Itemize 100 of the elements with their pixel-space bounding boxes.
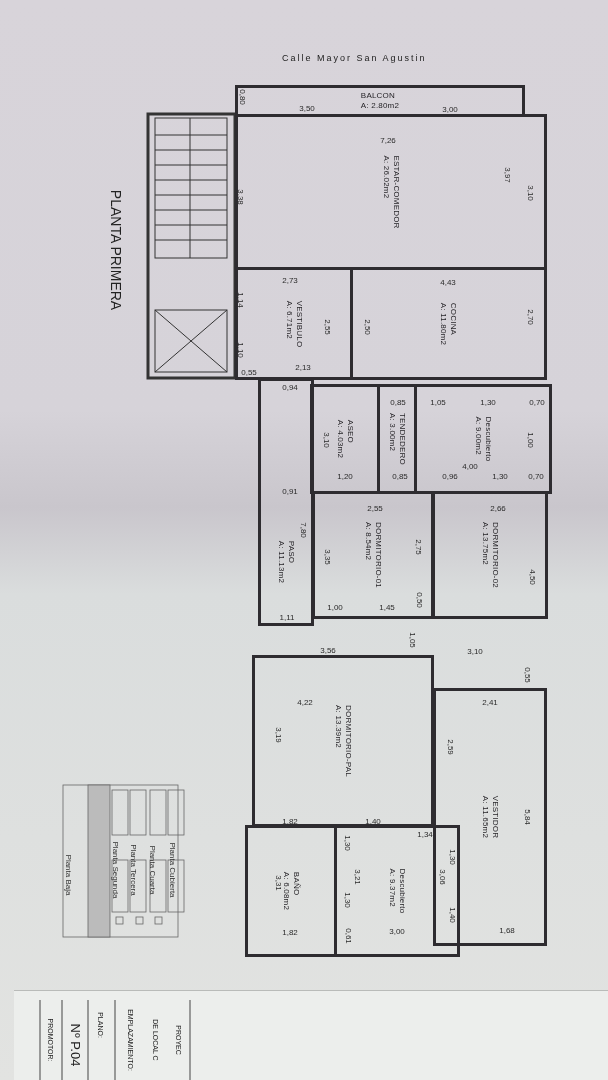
room-area: A: 3.00m2 bbox=[387, 413, 397, 452]
dimension-label: 0,50 bbox=[414, 591, 424, 609]
dimension-label: 3,31 bbox=[273, 874, 283, 892]
dimension-label: 1,30 bbox=[342, 834, 352, 852]
dimension-label: 3,10 bbox=[321, 431, 331, 449]
room-outline bbox=[235, 85, 525, 117]
room-name: BALCON bbox=[360, 91, 395, 101]
room-name: VESTIDOR bbox=[490, 795, 500, 839]
dimension-label: 1,45 bbox=[378, 602, 396, 612]
room-name: PASO bbox=[286, 540, 296, 564]
dimension-label: 7,26 bbox=[379, 135, 397, 145]
dimension-label: 7,80 bbox=[298, 521, 308, 539]
room-outline bbox=[433, 688, 547, 946]
dimension-label: 3,06 bbox=[437, 868, 447, 886]
dimension-label: 3,10 bbox=[466, 646, 484, 656]
dimension-label: 3,35 bbox=[322, 548, 332, 566]
floor-level-label: Planta Cuarta bbox=[147, 845, 157, 895]
room-area: A: 11.65m2 bbox=[480, 795, 490, 839]
dimension-label: 3,97 bbox=[502, 166, 512, 184]
dimension-label: 1,40 bbox=[364, 816, 382, 826]
dimension-label: 2,13 bbox=[294, 362, 312, 372]
title-block-text: Nº P.04 bbox=[67, 1023, 83, 1067]
room-area: A: 11.13m2 bbox=[276, 540, 286, 584]
dimension-label: 3,00 bbox=[441, 104, 459, 114]
dimension-label: 1,30 bbox=[447, 848, 457, 866]
room-outline bbox=[310, 384, 380, 494]
room-name: DORMITORIO-PAL bbox=[343, 705, 353, 777]
room-name: DORMITORIO-01 bbox=[373, 522, 383, 588]
dimension-label: 3,19 bbox=[273, 726, 283, 744]
room-outline bbox=[350, 267, 547, 380]
room-area: A: 9.00m2 bbox=[473, 416, 483, 455]
room-name: TENDEDERO bbox=[397, 413, 407, 465]
room-area: A: 9.37m2 bbox=[387, 868, 397, 907]
dimension-label: 2,75 bbox=[413, 538, 423, 556]
room-area: A: 6.08m2 bbox=[281, 871, 291, 911]
dimension-label: 1,00 bbox=[525, 431, 535, 449]
dimension-label: 4,22 bbox=[296, 697, 314, 707]
dimension-label: 3,38 bbox=[235, 188, 245, 206]
room-outline bbox=[334, 825, 460, 957]
dimension-label: 0,55 bbox=[240, 367, 258, 377]
dimension-label: 0,85 bbox=[389, 397, 407, 407]
floor-level-label: Planta Segunda bbox=[110, 841, 120, 899]
dimension-label: 4,50 bbox=[527, 568, 537, 586]
dimension-label: 1,40 bbox=[447, 906, 457, 924]
dimension-label: 0,85 bbox=[391, 471, 409, 481]
dimension-label: 0,94 bbox=[281, 382, 299, 392]
dimension-label: 0,91 bbox=[281, 486, 299, 496]
room-area: A: 4.03m2 bbox=[335, 419, 345, 459]
dimension-label: 0,96 bbox=[441, 471, 459, 481]
dimension-label: 2,55 bbox=[366, 503, 384, 513]
dimension-label: 1,82 bbox=[281, 927, 299, 937]
dimension-label: 1,30 bbox=[479, 397, 497, 407]
room-outline bbox=[258, 378, 314, 626]
room-area: A: 6.71m2 bbox=[284, 300, 294, 339]
room-name: BAÑO bbox=[291, 871, 301, 896]
room-area: A: 13.39m2 bbox=[333, 705, 343, 748]
dimension-label: 1,82 bbox=[281, 816, 299, 826]
floor-level-label: Planta Baja bbox=[63, 854, 73, 896]
dimension-label: 1,14 bbox=[235, 291, 245, 309]
room-outline bbox=[235, 114, 547, 270]
dimension-label: 1,20 bbox=[336, 471, 354, 481]
dimension-label: 3,00 bbox=[388, 926, 406, 936]
dimension-label: 5,84 bbox=[522, 808, 532, 826]
floor-level-label: Planta Cubierta bbox=[167, 842, 177, 898]
dimension-label: 1,30 bbox=[342, 891, 352, 909]
dimension-label: 2,59 bbox=[445, 738, 455, 756]
dimension-label: 2,73 bbox=[281, 275, 299, 285]
dimension-label: 0,80 bbox=[237, 88, 247, 106]
room-name: ESTAR-COMEDOR bbox=[391, 155, 401, 229]
dimension-label: 1,34 bbox=[416, 829, 434, 839]
room-outline bbox=[414, 384, 552, 494]
dimension-label: 1,10 bbox=[235, 341, 245, 359]
room-outline bbox=[252, 655, 434, 827]
dimension-label: 4,43 bbox=[439, 277, 457, 287]
plan-title: PLANTA PRIMERA bbox=[108, 189, 124, 311]
room-area: A: 2.80m2 bbox=[360, 101, 400, 111]
dimension-label: 1,05 bbox=[407, 631, 417, 649]
dimension-label: 4,00 bbox=[461, 461, 479, 471]
dimension-label: 3,21 bbox=[352, 868, 362, 886]
dimension-label: 2,70 bbox=[525, 308, 535, 326]
room-name: DORMITORIO-02 bbox=[490, 522, 500, 588]
dimension-label: 1,05 bbox=[429, 397, 447, 407]
dimension-label: 2,50 bbox=[362, 318, 372, 336]
room-area: A: 11.80m2 bbox=[438, 302, 449, 345]
dimension-label: 0,70 bbox=[527, 471, 545, 481]
floor-level-label: Planta Tercera bbox=[128, 844, 138, 896]
dimension-label: 2,41 bbox=[481, 697, 499, 707]
dimension-label: 1,11 bbox=[278, 612, 296, 622]
room-name: ASEO bbox=[345, 419, 355, 443]
room-area: A: 26.02m2 bbox=[381, 155, 391, 199]
dimension-label: 1,68 bbox=[498, 925, 516, 935]
dimension-label: 3,50 bbox=[298, 103, 316, 113]
dimension-label: 3,56 bbox=[319, 645, 337, 655]
dimension-label: 3,10 bbox=[525, 184, 535, 202]
dimension-label: 1,30 bbox=[491, 471, 509, 481]
room-name: Descubierto bbox=[483, 416, 493, 462]
room-name: Descubierto bbox=[397, 868, 407, 914]
room-area: A: 8.54m2 bbox=[363, 522, 373, 561]
room-name: VESTIBULO bbox=[294, 300, 304, 347]
room-outline bbox=[312, 491, 434, 619]
